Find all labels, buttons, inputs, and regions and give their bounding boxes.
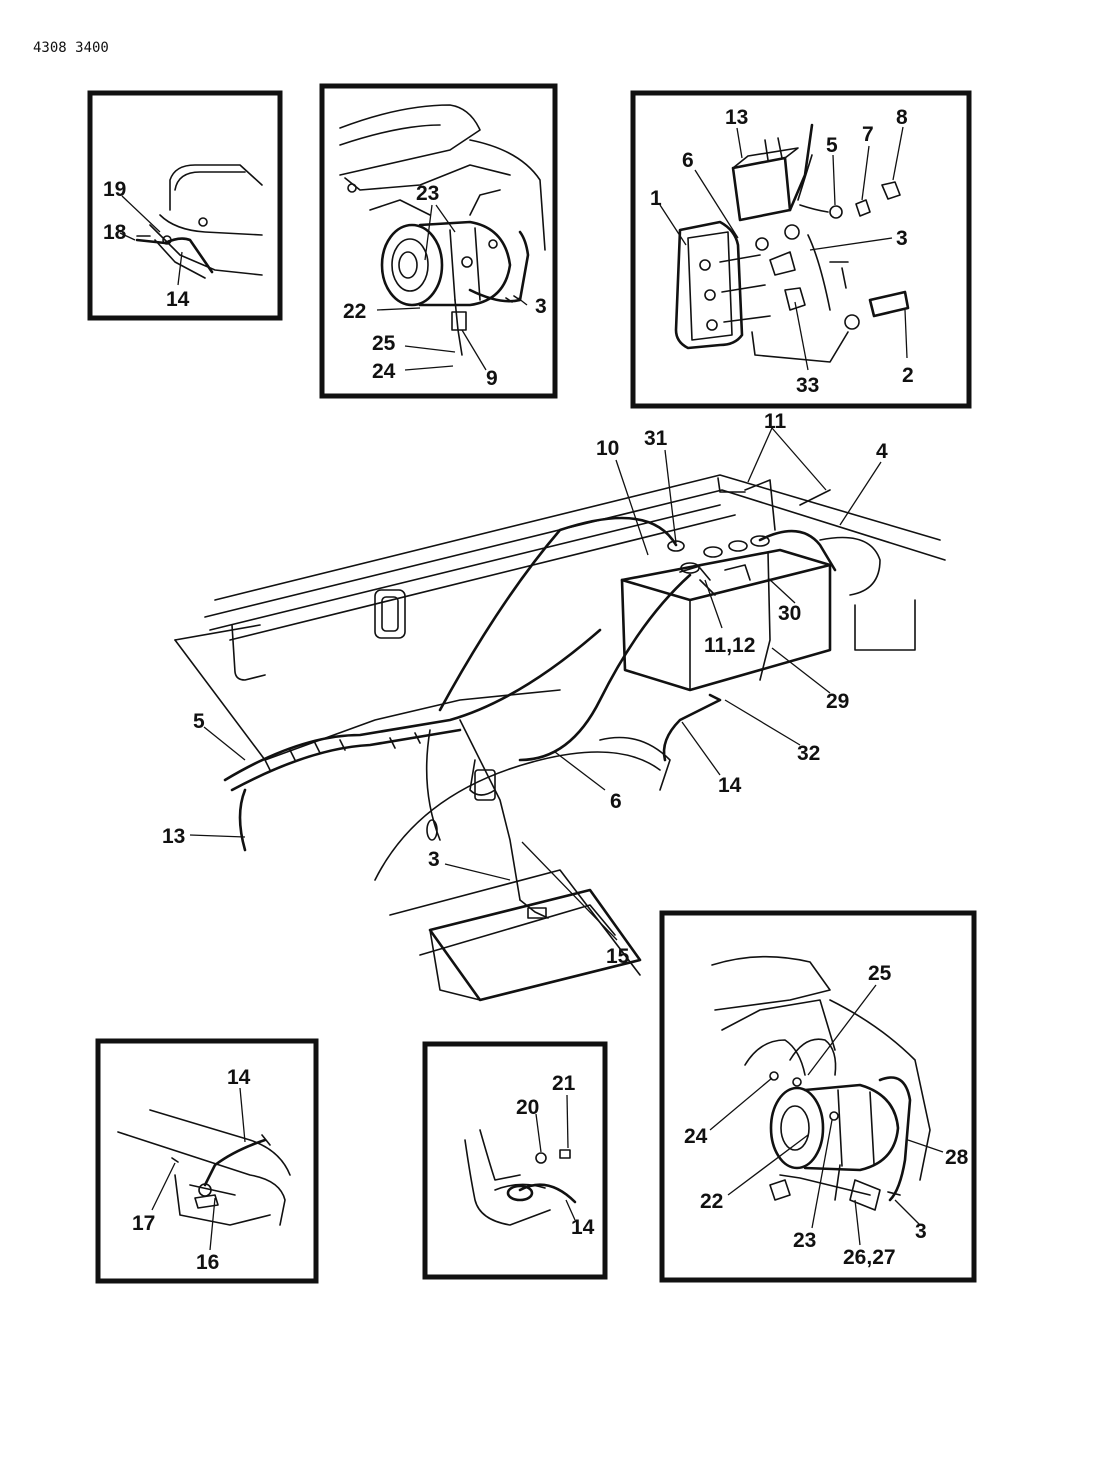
detail-panel-ground-strap: 19 18 14: [87, 90, 283, 321]
callout-24: 24: [684, 1125, 708, 1148]
battery-drawing: [620, 535, 832, 692]
detail-panel-alternator: 23 22 3 25 24 9: [319, 83, 558, 399]
terminals-and-fasteners: [751, 181, 910, 363]
callout-11: 11: [764, 410, 787, 433]
callout-21: 21: [552, 1072, 576, 1095]
callout-23: 23: [793, 1229, 816, 1252]
callout-25: 25: [372, 332, 396, 355]
callout-33: 33: [796, 374, 819, 397]
main-wiring-harness: [223, 628, 602, 919]
callout-3: 3: [428, 848, 440, 871]
callout-4: 4: [876, 440, 888, 463]
relay-block-drawing: [674, 220, 771, 350]
callout-30: 30: [778, 602, 801, 625]
callout-9: 9: [486, 367, 498, 390]
regulator-module-drawing: [731, 123, 814, 222]
callout-7: 7: [862, 123, 874, 146]
callout-25: 25: [868, 962, 892, 985]
callout-19: 19: [103, 178, 126, 201]
battery-cables: [438, 479, 881, 762]
callout-23: 23: [416, 182, 439, 205]
ground-strap-wire: [135, 235, 214, 274]
callout-31: 31: [644, 427, 668, 450]
alternator-drawing-alt: [769, 1071, 900, 1211]
callout-24: 24: [372, 360, 396, 383]
document-code: 4308 3400: [33, 40, 109, 56]
engine-block-drawing: [339, 104, 546, 251]
cylinder-head-drawing: [117, 1109, 291, 1226]
callout-29: 29: [826, 690, 849, 713]
callout-8: 8: [896, 106, 908, 129]
callout-6: 6: [682, 149, 694, 172]
callout-15: 15: [606, 945, 630, 968]
callout-11-12: 11,12: [704, 634, 755, 657]
inner-fender-and-frame: [374, 736, 671, 1002]
alternator-drawing: [380, 189, 512, 307]
alternator-wire-harness: [451, 230, 530, 356]
fender-drawing: [174, 474, 946, 761]
callout-14: 14: [166, 288, 190, 311]
callout-3: 3: [896, 227, 908, 250]
callout-22: 22: [343, 300, 366, 323]
engine-valve-cover-drawing: [149, 164, 263, 279]
callout-5: 5: [193, 710, 205, 733]
callout-32: 32: [797, 742, 820, 765]
callout-1: 1: [650, 187, 662, 210]
callout-6: 6: [610, 790, 622, 813]
detail-panel-sensor: 21 20 14: [422, 1041, 608, 1280]
callout-3: 3: [915, 1220, 927, 1243]
ground-wire-and-bolt: [171, 1134, 271, 1209]
main-engine-bay-view: 10 31 11 4 30 11,12 29 5 32 14 6 13 3 15: [162, 410, 946, 1002]
sensor-housing-drawing: [464, 1129, 577, 1226]
callout-28: 28: [945, 1146, 969, 1169]
alternator-harness-alt: [834, 1076, 912, 1202]
callout-10: 10: [596, 437, 619, 460]
callout-5: 5: [826, 134, 838, 157]
callout-18: 18: [103, 221, 127, 244]
detail-panel-alternator-alt: 25 24 28 22 3 23 26,27: [659, 910, 977, 1283]
detail-panel-block-ground: 14 17 16: [95, 1038, 319, 1284]
callout-17: 17: [132, 1212, 155, 1235]
engine-manifold-drawing: [711, 955, 931, 1181]
callout-13: 13: [725, 106, 748, 129]
callout-2: 2: [902, 364, 914, 387]
callout-14: 14: [571, 1216, 595, 1239]
callout-16: 16: [196, 1251, 219, 1274]
detail-panel-voltage-regulator: 13 6 5 7 8 1 3 2 33: [630, 90, 972, 409]
callout-26-27: 26,27: [843, 1246, 896, 1269]
callout-3: 3: [535, 295, 547, 318]
callout-14: 14: [718, 774, 742, 797]
callout-20: 20: [516, 1096, 539, 1119]
callout-14: 14: [227, 1066, 251, 1089]
callout-22: 22: [700, 1190, 723, 1213]
callout-13: 13: [162, 825, 185, 848]
